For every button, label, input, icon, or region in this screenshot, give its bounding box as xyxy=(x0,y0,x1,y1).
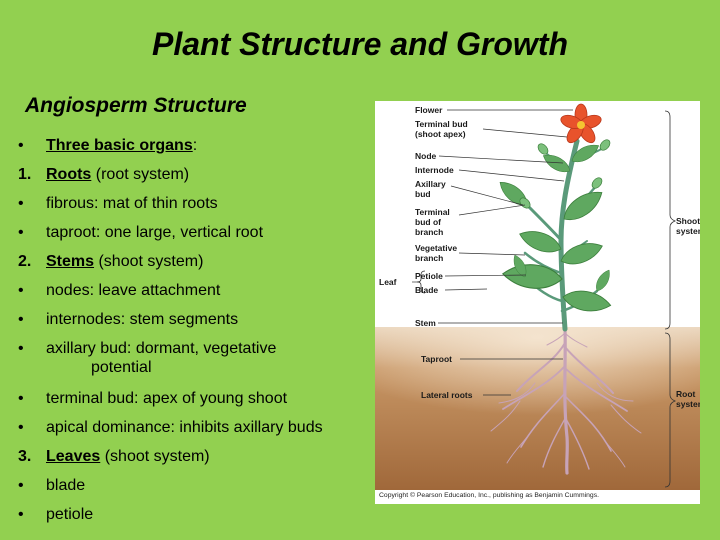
roots-heading: Roots xyxy=(46,166,92,183)
item-leaves: 3. Leaves (shoot system) xyxy=(18,448,210,465)
leader-lines xyxy=(412,109,573,396)
label-flower: Flower xyxy=(415,105,443,115)
item-number: 3. xyxy=(18,448,32,465)
label-leaf: Leaf xyxy=(379,277,397,287)
bullet-text: taproot: one large, vertical root xyxy=(46,224,264,241)
label-shoot-system: system xyxy=(676,226,700,236)
stems-heading: Stems xyxy=(46,253,95,270)
bullet-apical: • apical dominance: inhibits axillary bu… xyxy=(18,419,323,436)
bullet-organs: • Three basic organs: xyxy=(18,137,198,154)
label-terminal-bud: Terminal bud xyxy=(415,119,468,129)
item-roots: 1. Roots (root system) xyxy=(18,166,190,183)
label-stem: Stem xyxy=(415,318,436,328)
bullet-text: nodes: leave attachment xyxy=(46,282,221,299)
label-shoot: Shoot xyxy=(676,216,700,226)
bullet-text: apical dominance: inhibits axillary buds xyxy=(46,419,323,436)
flower xyxy=(560,103,602,144)
bullet-internodes: • internodes: stem segments xyxy=(18,311,239,328)
label-lateral-roots: Lateral roots xyxy=(421,390,473,400)
label-terminal: Terminal xyxy=(415,207,450,217)
plant-diagram: Flower Terminal bud (shoot apex) Node In… xyxy=(375,101,700,504)
bullet-marker: • xyxy=(18,137,24,154)
item-number: 1. xyxy=(18,166,32,183)
leaves xyxy=(495,140,614,316)
label-root-system: system xyxy=(676,399,700,409)
section-subtitle: Angiosperm Structure xyxy=(25,94,247,117)
organs-heading: Three basic organs xyxy=(46,137,193,154)
bullet-text: axillary bud: dormant, vegetative xyxy=(46,340,277,357)
bullet-list: • Three basic organs: 1. Roots (root sys… xyxy=(18,136,378,534)
label-internode: Internode xyxy=(415,165,454,175)
label-bud-of: bud of xyxy=(415,217,441,227)
bullet-terminal: • terminal bud: apex of young shoot xyxy=(18,390,288,407)
bullet-nodes: • nodes: leave attachment xyxy=(18,282,221,299)
bullet-continuation: potential xyxy=(91,359,152,376)
taproot xyxy=(563,325,569,475)
label-vegetative: Vegetative xyxy=(415,243,457,253)
label-shoot-apex: (shoot apex) xyxy=(415,129,466,139)
bullet-taproot: • taproot: one large, vertical root xyxy=(18,224,264,241)
bullet-text: fibrous: mat of thin roots xyxy=(46,195,218,212)
plant-illustration: Flower Terminal bud (shoot apex) Node In… xyxy=(375,103,700,499)
root-system xyxy=(490,325,642,475)
label-taproot: Taproot xyxy=(421,354,452,364)
page-title: Plant Structure and Growth xyxy=(151,26,569,62)
bullet-fibrous: • fibrous: mat of thin roots xyxy=(18,195,218,212)
label-node: Node xyxy=(415,151,437,161)
label-veg-branch: branch xyxy=(415,253,443,263)
bullet-text: blade xyxy=(46,477,86,494)
label-blade: Blade xyxy=(415,285,438,295)
label-axillary: Axillary xyxy=(415,179,446,189)
bullet-text: terminal bud: apex of young shoot xyxy=(46,390,288,407)
brackets xyxy=(416,110,677,488)
label-petiole: Petiole xyxy=(415,271,443,281)
buds xyxy=(519,139,611,209)
item-number: 2. xyxy=(18,253,32,270)
copyright-text: Copyright © Pearson Education, Inc., pub… xyxy=(379,491,599,499)
bullet-text: petiole xyxy=(46,506,94,523)
label-root: Root xyxy=(676,389,696,399)
bullet-text: internodes: stem segments xyxy=(46,311,239,328)
bullet-petiole: • petiole xyxy=(18,506,94,523)
label-branch: branch xyxy=(415,227,443,237)
leaves-heading: Leaves xyxy=(46,448,101,465)
bullet-blade: • blade xyxy=(18,477,86,494)
label-axillary-bud: bud xyxy=(415,189,431,199)
item-stems: 2. Stems (shoot system) xyxy=(18,253,204,270)
